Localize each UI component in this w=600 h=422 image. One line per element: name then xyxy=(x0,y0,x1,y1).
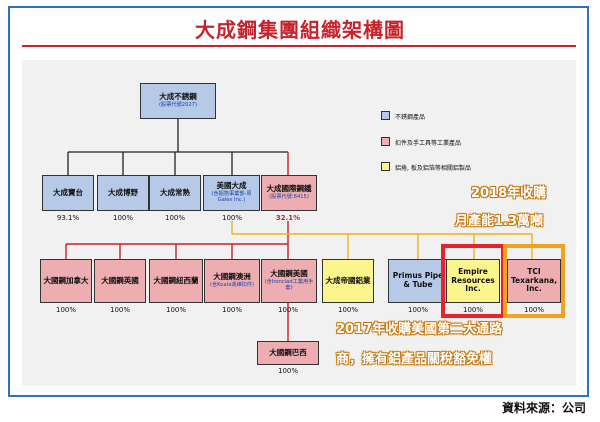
level3-sub: (含Koala運維扣件) xyxy=(209,281,255,288)
level3-name: 大國鋼紐西蘭 xyxy=(153,275,199,285)
callout-2017-line1: 2017年收購美國第二大通路 xyxy=(336,322,503,337)
level2-name: 大成常熟 xyxy=(160,187,190,197)
level3-box-australia: 大國鋼澳洲 (含Koala運維扣件) xyxy=(204,259,260,303)
level2-pct: 32.1% xyxy=(275,214,301,222)
level3-pct: 100% xyxy=(462,306,483,314)
root-sub: (股票代號2027) xyxy=(159,101,197,108)
legend-swatch-stainless xyxy=(381,111,390,120)
level3-pct: 100% xyxy=(165,306,186,314)
level2-sub: (股票代號:8415) xyxy=(269,193,309,200)
level3-box-us-steel: 大國鋼美國 (含Ironclad工業用手套) xyxy=(261,259,317,303)
level3-name: Primus Pipe & Tube xyxy=(392,271,444,289)
level3-name: 大成帝國鋁業 xyxy=(325,275,371,285)
level2-sub: (含鋁箔事業部-原Galex Inc.) xyxy=(211,190,252,203)
level3-box-uk: 大國鋼英國 xyxy=(94,259,146,303)
level2-pct: 93.1% xyxy=(56,214,80,222)
callout-2018-line2: 月產能1.3萬噸 xyxy=(455,214,544,229)
level3-name: 大國鋼英國 xyxy=(101,275,139,285)
level2-box-changshu: 大成常熟 xyxy=(149,175,201,211)
level2-name: 大成寶台 xyxy=(53,187,83,197)
level3-name: 大國鋼美國 xyxy=(270,269,308,279)
level3-pct: 100% xyxy=(337,306,358,314)
level2-pct: 100% xyxy=(221,214,242,222)
level3-name: Empire Resources Inc. xyxy=(451,267,495,294)
legend-swatch-fastener xyxy=(381,137,390,146)
level3-pct: 100% xyxy=(277,306,298,314)
level3-name: TCI Texarkana, Inc. xyxy=(510,267,558,294)
level3-pct: 100% xyxy=(55,306,76,314)
callout-2017-line2: 商，擁有鋁產品關稅豁免權 xyxy=(336,352,493,367)
level3-box-empire: Empire Resources Inc. xyxy=(446,259,500,303)
level3-box-tci: TCI Texarkana, Inc. xyxy=(507,259,561,303)
level3-name: 大國鋼加拿大 xyxy=(43,275,89,285)
level3-sub: (含Ironclad工業用手套) xyxy=(264,278,314,291)
level4-name: 大國鋼巴西 xyxy=(269,347,307,357)
level2-name: 大成國際鋼鐵 xyxy=(266,184,312,194)
level2-box-baotai: 大成寶台 xyxy=(42,175,94,211)
level3-box-primus: Primus Pipe & Tube xyxy=(388,259,448,303)
legend-swatch-aluminum xyxy=(381,162,390,171)
highlight-box-tci xyxy=(503,244,565,318)
level4-pct: 100% xyxy=(277,367,298,375)
level4-box-brazil: 大國鋼巴西 xyxy=(257,341,319,365)
callout-2018-line1: 2018年收購 xyxy=(471,186,547,201)
level3-pct: 100% xyxy=(221,306,242,314)
root-name: 大成不銹鋼 xyxy=(159,92,197,102)
level3-box-imperial-aluminum: 大成帝國鋁業 xyxy=(322,259,374,303)
level2-pct: 100% xyxy=(164,214,185,222)
level2-box-boye: 大成博野 xyxy=(97,175,149,211)
level2-name: 美國大成 xyxy=(216,181,247,191)
page-title: 大成鋼集團組織架構圖 xyxy=(195,18,405,42)
root-box: 大成不銹鋼 (股票代號2027) xyxy=(140,83,216,119)
level2-box-intl: 大成國際鋼鐵 (股票代號:8415) xyxy=(261,175,317,211)
legend-label-fastener: 扣件及手工具等工業產品 xyxy=(395,140,462,147)
level2-box-us: 美國大成 (含鋁箔事業部-原Galex Inc.) xyxy=(203,175,260,211)
level3-box-nz: 大國鋼紐西蘭 xyxy=(149,259,203,303)
title-underline xyxy=(22,45,576,47)
level3-pct: 100% xyxy=(109,306,130,314)
legend-label-aluminum: 鋁捲, 板及鋁箔等相關鋁製品 xyxy=(395,165,471,172)
level3-name: 大國鋼澳洲 xyxy=(213,272,251,282)
level3-box-canada: 大國鋼加拿大 xyxy=(40,259,92,303)
level2-name: 大成博野 xyxy=(108,187,138,197)
level3-pct: 100% xyxy=(523,306,544,314)
source-note: 資料來源：公司 xyxy=(501,401,586,415)
level3-pct: 100% xyxy=(407,306,428,314)
chart-background xyxy=(22,60,576,386)
level2-pct: 100% xyxy=(112,214,133,222)
legend-label-stainless: 不銹鋼產品 xyxy=(395,114,426,121)
